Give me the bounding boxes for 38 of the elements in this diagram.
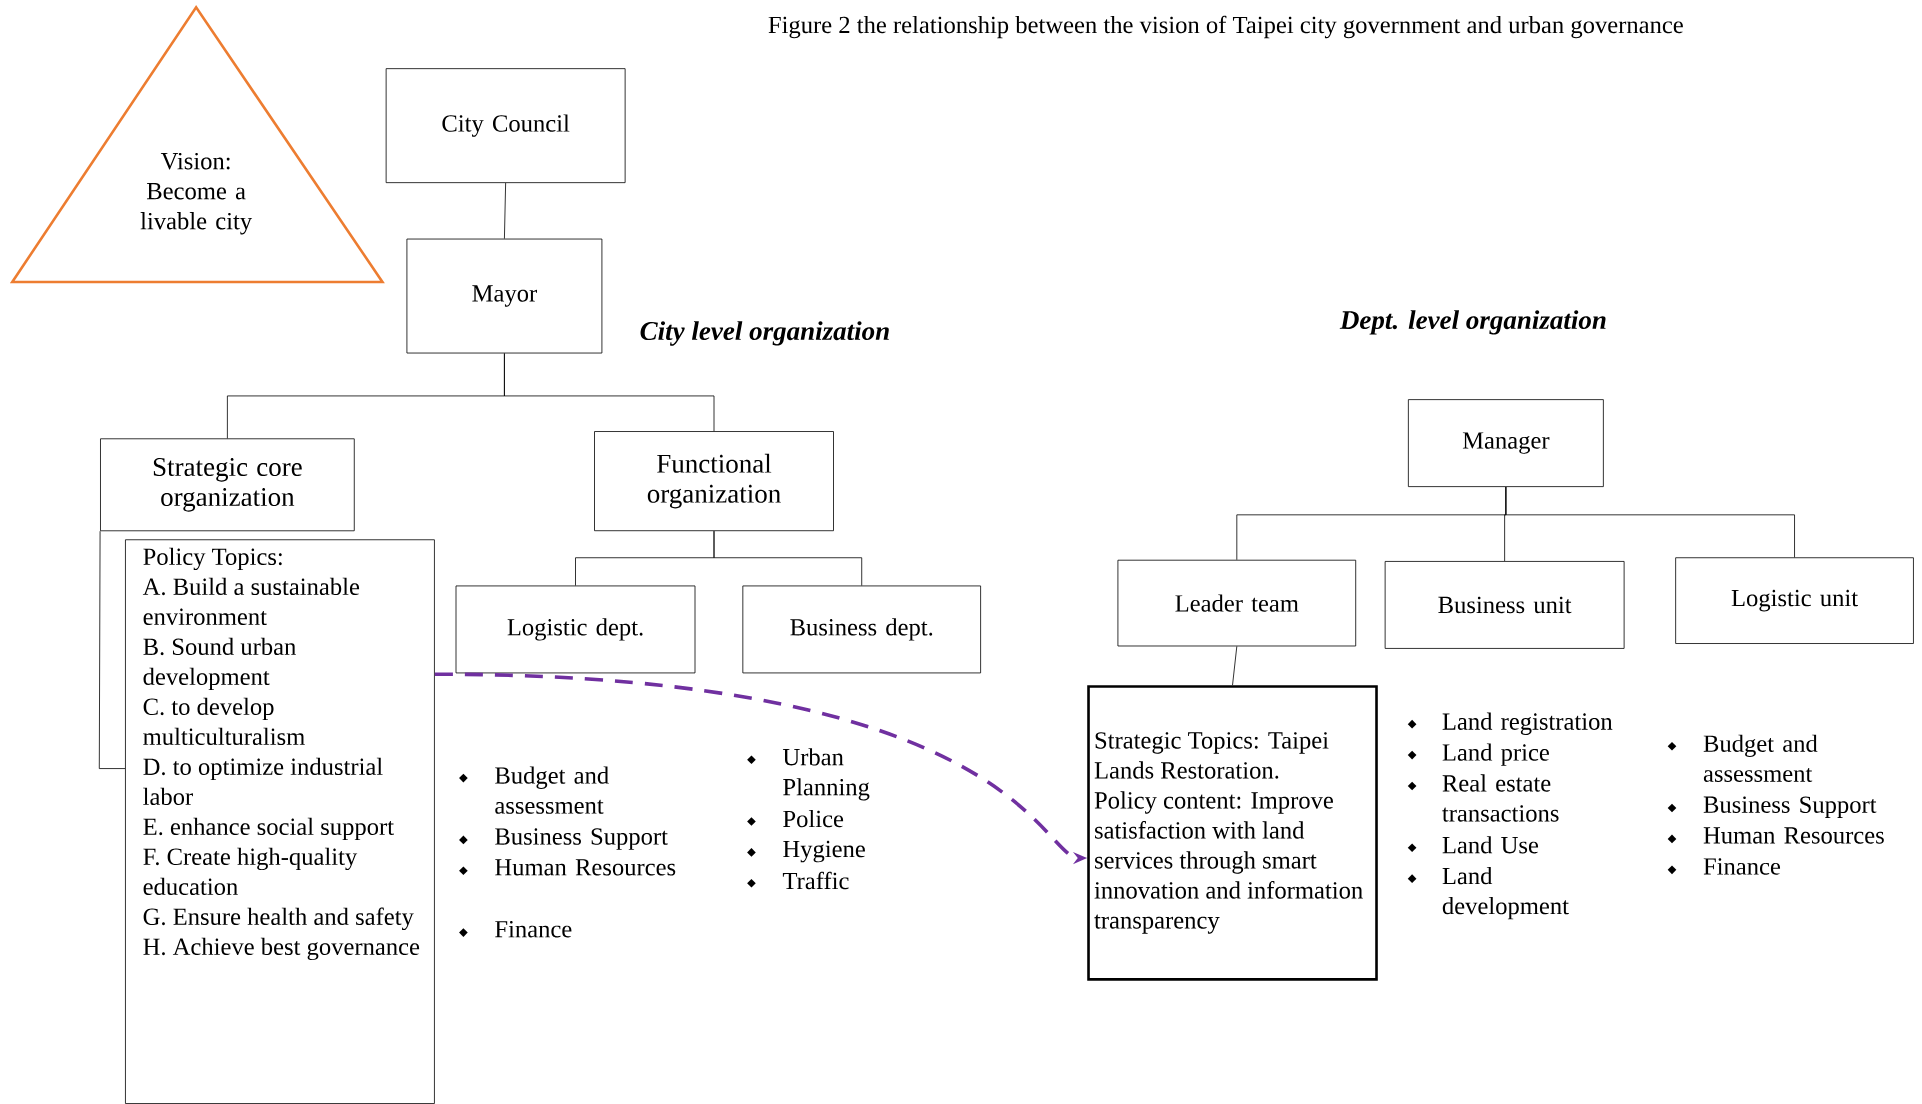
unit-box: Logistic unit: [1675, 557, 1914, 644]
list-item: Finance: [1667, 858, 1781, 875]
list-item: Real estate transactions: [1407, 774, 1559, 822]
list-item: Budget and assessment: [1667, 734, 1818, 782]
figure-caption: Figure 2 the relationship between the vision of Taipei city government and urban governance: [768, 15, 1683, 39]
policy-topics-box: Policy Topics: A. Build a sustainable environment B. Sound urban development C. to develop multiculturalism D. to optimize industrial labor E. enhance social support F. Create high-quality education G. Ensure health and safety H. Achieve best governance: [125, 539, 435, 1104]
dept-box: Business dept.: [742, 585, 981, 674]
connector-line: [504, 352, 715, 432]
dept-box: Logistic dept.: [455, 585, 696, 674]
list-item: Land Use: [1407, 835, 1539, 854]
connector-line: [504, 182, 507, 239]
list-item: Land registration: [1407, 712, 1613, 735]
manager-box: Manager: [1407, 399, 1604, 487]
connector-line: [1232, 645, 1238, 686]
unit-box: Business unit: [1384, 560, 1625, 649]
list-item: Urban Planning: [747, 747, 870, 801]
list-item: Human Resources: [459, 859, 676, 876]
organization-box: Functional organization: [594, 430, 834, 531]
list-item: Police: [747, 809, 844, 827]
list-item: Land development: [1407, 866, 1569, 920]
section-heading: Dept. level organization: [1339, 309, 1606, 335]
mayor-box: Mayor: [406, 238, 603, 354]
list-item: Finance: [459, 920, 572, 938]
list-item: Traffic: [747, 871, 849, 890]
connector-line: [713, 530, 863, 586]
list-item: Land price: [1407, 743, 1549, 766]
section-heading: City level organization: [640, 320, 889, 346]
organization-box: Strategic core organization: [100, 438, 355, 531]
council-box: City Council: [385, 68, 626, 183]
list-item: Human Resources: [1667, 827, 1884, 844]
list-item: Business Support: [459, 828, 668, 850]
list-item: Hygiene: [747, 840, 865, 863]
strategic-topics-box: Strategic Topics: Taipei Lands Restoration. Policy content: Improve satisfaction with land services through smart innovation and information transparency: [1087, 684, 1378, 981]
connector-line: [1505, 486, 1795, 558]
connector-line: [98, 530, 126, 769]
unit-box: Leader team: [1117, 559, 1357, 647]
list-item: Business Support: [1667, 796, 1877, 818]
list-item: Budget and assessment: [459, 766, 609, 814]
